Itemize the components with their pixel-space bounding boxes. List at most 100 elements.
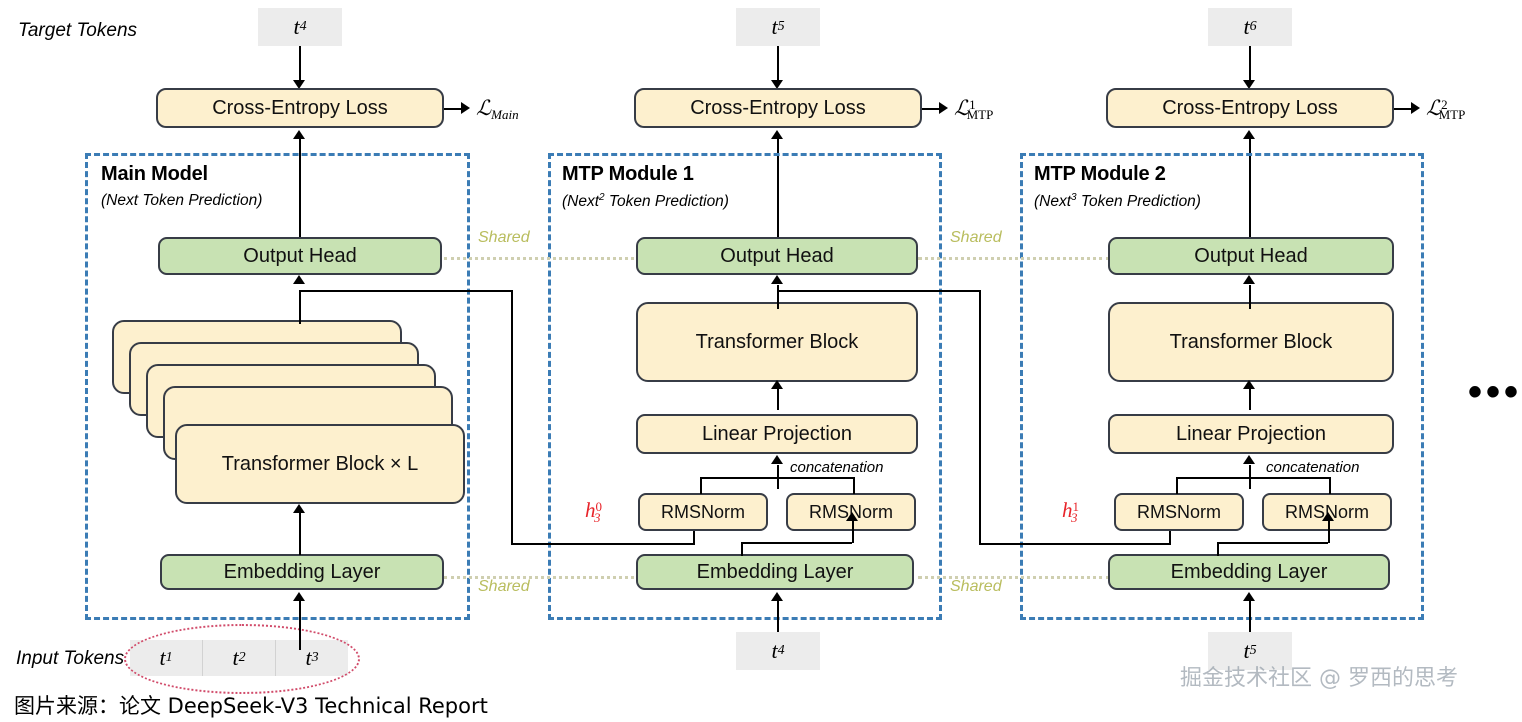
arrow-head-main-emb-to-block (293, 504, 305, 513)
arrow-head-loss-mtp2-out (1411, 102, 1420, 114)
arrow-head-mtp1-head-to-loss (771, 130, 783, 139)
arrow-line-loss-mtp2-out (1394, 108, 1412, 110)
mtp1-linear-projection[interactable]: Linear Projection (636, 414, 918, 454)
mtp-module-1-title: MTP Module 1 (562, 163, 694, 185)
shared-label-heads-1: Shared (478, 229, 530, 246)
shared-label-emb-1: Shared (478, 578, 530, 595)
mtp2-output-head[interactable]: Output Head (1108, 237, 1394, 275)
target-token-t5-sub: 5 (777, 19, 785, 34)
mtp1-subtitle-post: Token Prediction) (604, 193, 729, 211)
mtp1-emb-to-rms-v-up (852, 520, 854, 543)
h-3-1-label: h13 (1062, 498, 1080, 526)
mtp2-transformer-block[interactable]: Transformer Block (1108, 302, 1394, 382)
main-output-head[interactable]: Output Head (158, 237, 442, 275)
more-modules-ellipsis: ••• (1468, 370, 1522, 414)
h30-bus-bottom (511, 543, 695, 545)
mtp2-cross-entropy-loss-box[interactable]: Cross-Entropy Loss (1106, 88, 1394, 128)
mtp1-emb-to-rms-arrow (846, 512, 858, 521)
input-tokens-highlight-ellipse (124, 624, 360, 694)
arrow-line-loss-main-out (444, 108, 462, 110)
arrow-line-mtp1-input (777, 600, 779, 632)
mtp-module-1-subtitle: (Next2 Token Prediction) (562, 192, 729, 211)
arrow-head-mtp1-lin-to-block (771, 380, 783, 389)
arrow-line-mtp1-lin-to-block (777, 388, 779, 410)
input-tokens-label: Input Tokens (16, 648, 125, 669)
arrow-line-t6-to-loss (1249, 46, 1251, 82)
loss-mtp2-sup: 2 (1441, 97, 1448, 112)
h31-riser (1169, 520, 1171, 544)
mtp1-input-token-sub: 4 (777, 643, 785, 658)
arrow-head-mtp2-lin-to-block (1243, 380, 1255, 389)
loss-mtp2-sub: MTP (1438, 107, 1466, 122)
mtp2-embedding-layer[interactable]: Embedding Layer (1108, 554, 1390, 590)
main-model-subtitle: (Next Token Prediction) (101, 192, 262, 210)
shared-label-emb-2: Shared (950, 578, 1002, 595)
h-3-0-label: h03 (585, 498, 603, 526)
arrow-head-t4-to-loss (293, 80, 305, 89)
mtp1-embedding-layer[interactable]: Embedding Layer (636, 554, 914, 590)
mtp2-emb-to-rms-v-up (1328, 520, 1330, 543)
mtp1-subtitle-base: (Next (562, 193, 600, 211)
mtp1-concat-arrow (771, 455, 783, 464)
mtp1-transformer-block[interactable]: Transformer Block (636, 302, 918, 382)
mtp1-rmsnorm-left[interactable]: RMSNorm (638, 493, 768, 531)
mtp1-input-token-base: t (771, 638, 778, 663)
arrow-head-main-head-to-loss (293, 130, 305, 139)
mtp2-rmsnorm-left[interactable]: RMSNorm (1114, 493, 1244, 531)
mtp2-subtitle-sup: 3 (1071, 192, 1077, 203)
arrow-line-t4-to-loss (299, 46, 301, 82)
shared-dotline-emb-2 (918, 576, 1110, 579)
main-model-frame (85, 153, 470, 620)
mtp1-cross-entropy-loss-box[interactable]: Cross-Entropy Loss (634, 88, 922, 128)
arrow-line-main-input (299, 600, 301, 650)
arrow-head-t6-to-loss (1243, 80, 1255, 89)
mtp-module-2-frame (1020, 153, 1424, 620)
mtp2-input-token-sub: 5 (1249, 643, 1257, 658)
loss-mtp1-label: ℒ1MTP (954, 96, 993, 123)
h-3-1-sub: 3 (1071, 510, 1078, 525)
h-3-0-sub: 3 (594, 510, 601, 525)
watermark: 掘金技术社区 @ 罗西的思考 (1180, 666, 1458, 691)
main-cross-entropy-loss-box[interactable]: Cross-Entropy Loss (156, 88, 444, 128)
mtp2-concat-leg-right (1329, 477, 1331, 494)
mtp2-concatenation-label: concatenation (1266, 459, 1360, 476)
shared-label-heads-2: Shared (950, 229, 1002, 246)
h30-bus-top (299, 290, 513, 292)
mtp2-concat-leg-left (1176, 477, 1178, 494)
arrow-line-mtp2-input (1249, 600, 1251, 632)
target-token-t5-base: t (771, 14, 778, 39)
mtp2-subtitle-base: (Next (1034, 193, 1072, 211)
shared-dotline-heads-1 (444, 257, 640, 260)
shared-dotline-heads-2 (918, 257, 1110, 260)
mtp-module-1-frame (548, 153, 942, 620)
h-3-0-sup: 0 (595, 499, 603, 514)
mtp1-emb-to-rms-v-down (741, 542, 743, 556)
h31-bus-bottom (979, 543, 1171, 545)
mtp1-rmsnorm-right[interactable]: RMSNorm (786, 493, 916, 531)
arrow-head-mtp1-input (771, 592, 783, 601)
target-tokens-label: Target Tokens (18, 20, 138, 41)
loss-mtp2-label: ℒ2MTP (1426, 96, 1465, 123)
figure-caption: 图片来源：论文 DeepSeek-V3 Technical Report (14, 694, 488, 718)
mtp1-concatenation-label: concatenation (790, 459, 884, 476)
h31-bus-top (777, 290, 981, 292)
mtp1-emb-to-rms-h (741, 542, 852, 544)
arrow-head-mtp2-head-to-loss (1243, 130, 1255, 139)
mtp2-subtitle-post: Token Prediction) (1076, 193, 1201, 211)
arrow-line-main-block-to-head (299, 290, 301, 324)
main-transformer-block[interactable]: Transformer Block × L (175, 424, 465, 504)
mtp1-output-head[interactable]: Output Head (636, 237, 918, 275)
mtp2-input-token-base: t (1243, 638, 1250, 663)
main-model-title: Main Model (101, 163, 208, 185)
arrow-head-main-input (293, 592, 305, 601)
h-3-1-sup: 1 (1072, 499, 1080, 514)
main-embedding-layer[interactable]: Embedding Layer (160, 554, 444, 590)
mtp2-linear-projection[interactable]: Linear Projection (1108, 414, 1394, 454)
h-3-1-base: h (1062, 498, 1073, 522)
arrow-line-t5-to-loss (777, 46, 779, 82)
target-token-t6-base: t (1243, 14, 1250, 39)
arrow-head-main-block-to-head (293, 275, 305, 284)
h-3-0-base: h (585, 498, 596, 522)
